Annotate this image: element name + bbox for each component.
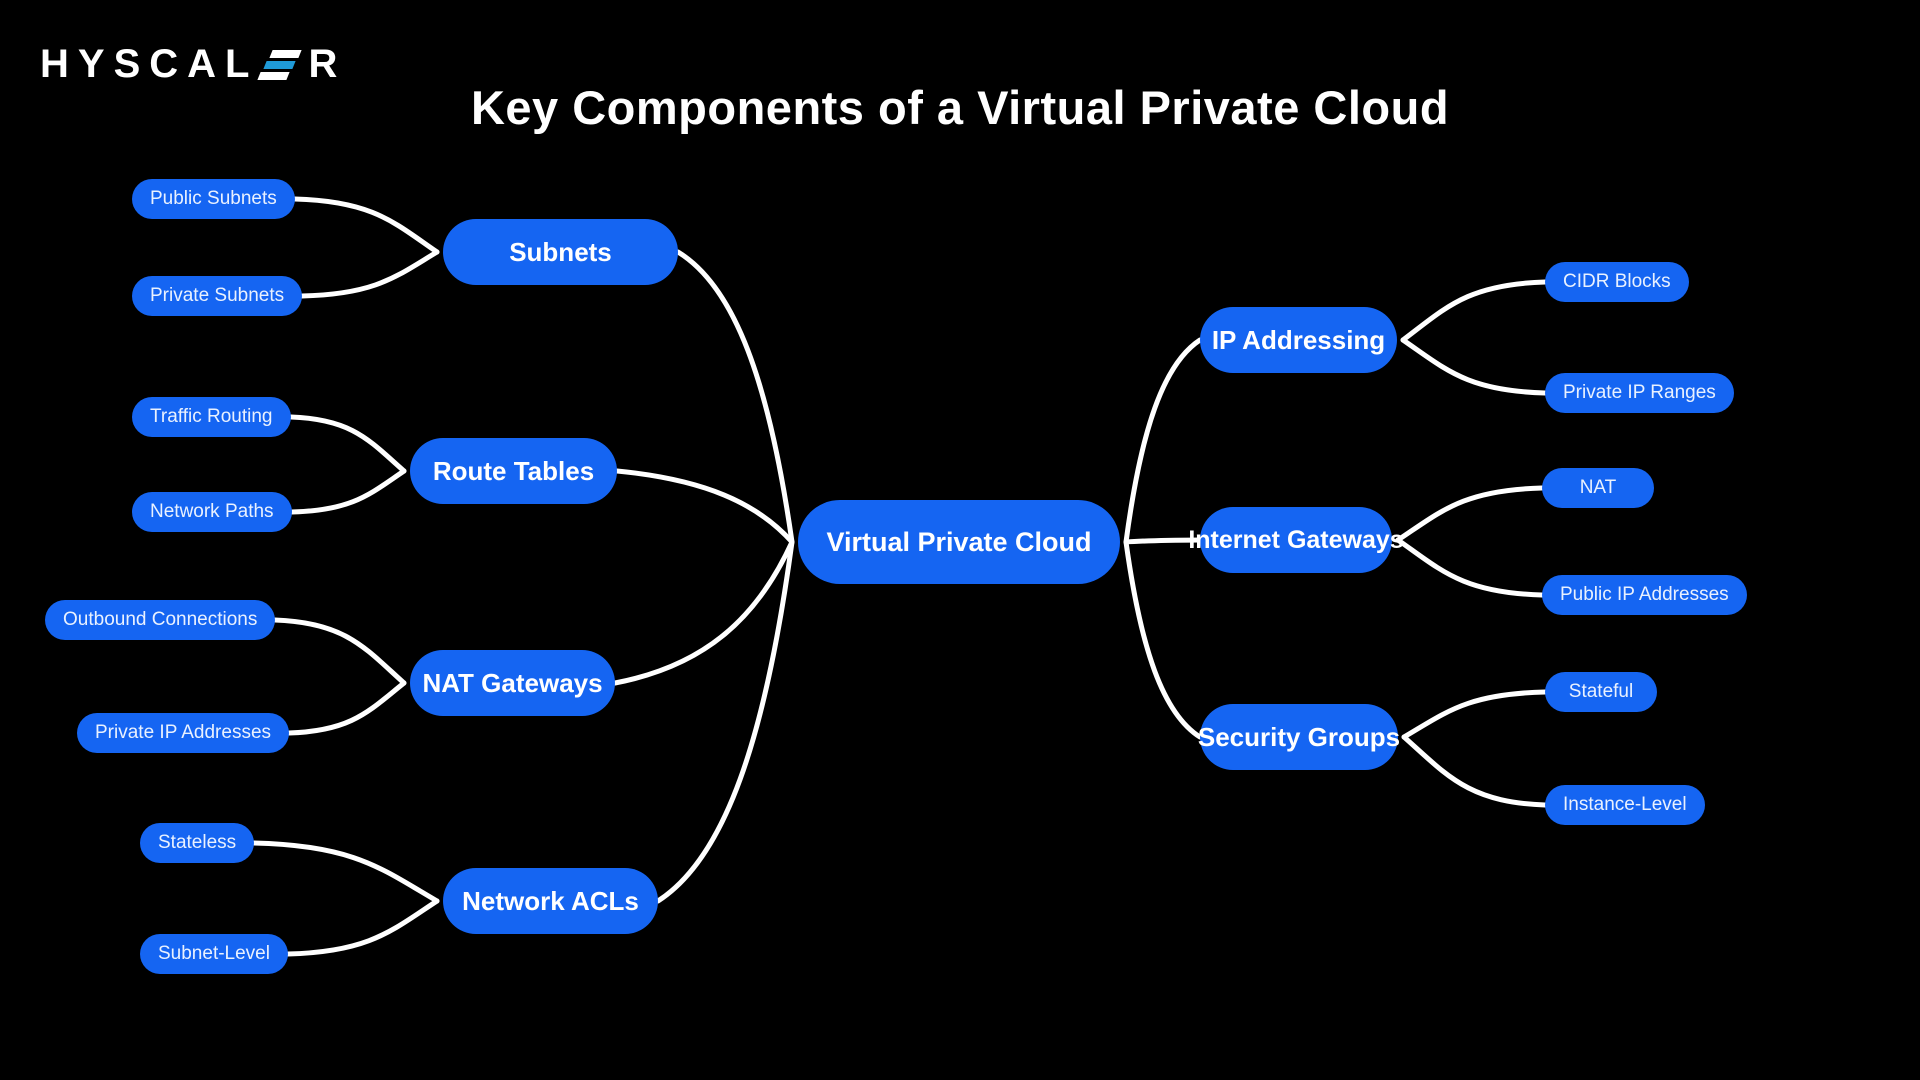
node-stateful: Stateful: [1545, 672, 1657, 712]
connector-private-ip-addresses: [286, 680, 407, 736]
node-virtual-private-cloud: Virtual Private Cloud: [798, 500, 1120, 584]
connector-network-acls: [655, 539, 795, 904]
node-public-subnets: Public Subnets: [132, 179, 295, 219]
node-nat: NAT: [1542, 468, 1654, 508]
connector-stateful: [1401, 689, 1548, 740]
logo-e-icon: [257, 48, 303, 82]
connector-nat-gateways: [612, 539, 795, 686]
node-private-subnets: Private Subnets: [132, 276, 303, 316]
connector-subnets: [675, 249, 795, 545]
connector-public-subnets: [292, 196, 440, 255]
node-instance-level: Instance-Level: [1545, 785, 1705, 825]
node-subnet-level: Subnet-Level: [140, 934, 288, 974]
node-network-acls: Network ACLs: [443, 868, 658, 934]
page-title: Key Components of a Virtual Private Clou…: [470, 81, 1450, 134]
brand-logo-suffix: R: [308, 42, 347, 86]
connector-instance-level: [1401, 734, 1548, 808]
node-route-tables: Route Tables: [410, 438, 617, 504]
connector-public-ip-addresses: [1395, 537, 1545, 598]
node-private-ip-addresses: Private IP Addresses: [77, 713, 290, 753]
connector-route-tables: [614, 468, 795, 545]
node-network-paths: Network Paths: [132, 492, 292, 532]
node-private-ip-ranges: Private IP Ranges: [1545, 373, 1734, 413]
connector-internet-gateways: [1123, 537, 1203, 545]
node-security-groups: Security Groups: [1198, 704, 1400, 770]
connector-cidr-blocks: [1400, 279, 1548, 343]
connector-network-paths: [289, 468, 407, 515]
brand-logo: HYSCAL R: [40, 42, 346, 87]
connector-stateless: [251, 840, 440, 904]
node-nat-gateways: NAT Gateways: [410, 650, 615, 716]
connector-outbound-connections: [272, 617, 407, 686]
node-stateless: Stateless: [140, 823, 255, 863]
node-traffic-routing: Traffic Routing: [132, 397, 291, 437]
node-subnets: Subnets: [443, 219, 678, 285]
connector-private-subnets: [299, 249, 440, 299]
node-public-ip-addresses: Public IP Addresses: [1542, 575, 1747, 615]
node-outbound-connections: Outbound Connections: [45, 600, 276, 640]
brand-logo-prefix: HYSCAL: [40, 42, 259, 86]
connector-private-ip-ranges: [1400, 337, 1548, 396]
connector-nat: [1395, 485, 1545, 543]
connector-security-groups: [1123, 539, 1203, 740]
node-internet-gateways: Internet Gateways: [1188, 507, 1404, 573]
connector-ip-addressing: [1123, 337, 1203, 545]
connector-subnet-level: [285, 898, 440, 957]
connector-traffic-routing: [288, 414, 407, 474]
node-ip-addressing: IP Addressing: [1200, 307, 1397, 373]
node-cidr-blocks: CIDR Blocks: [1545, 262, 1689, 302]
